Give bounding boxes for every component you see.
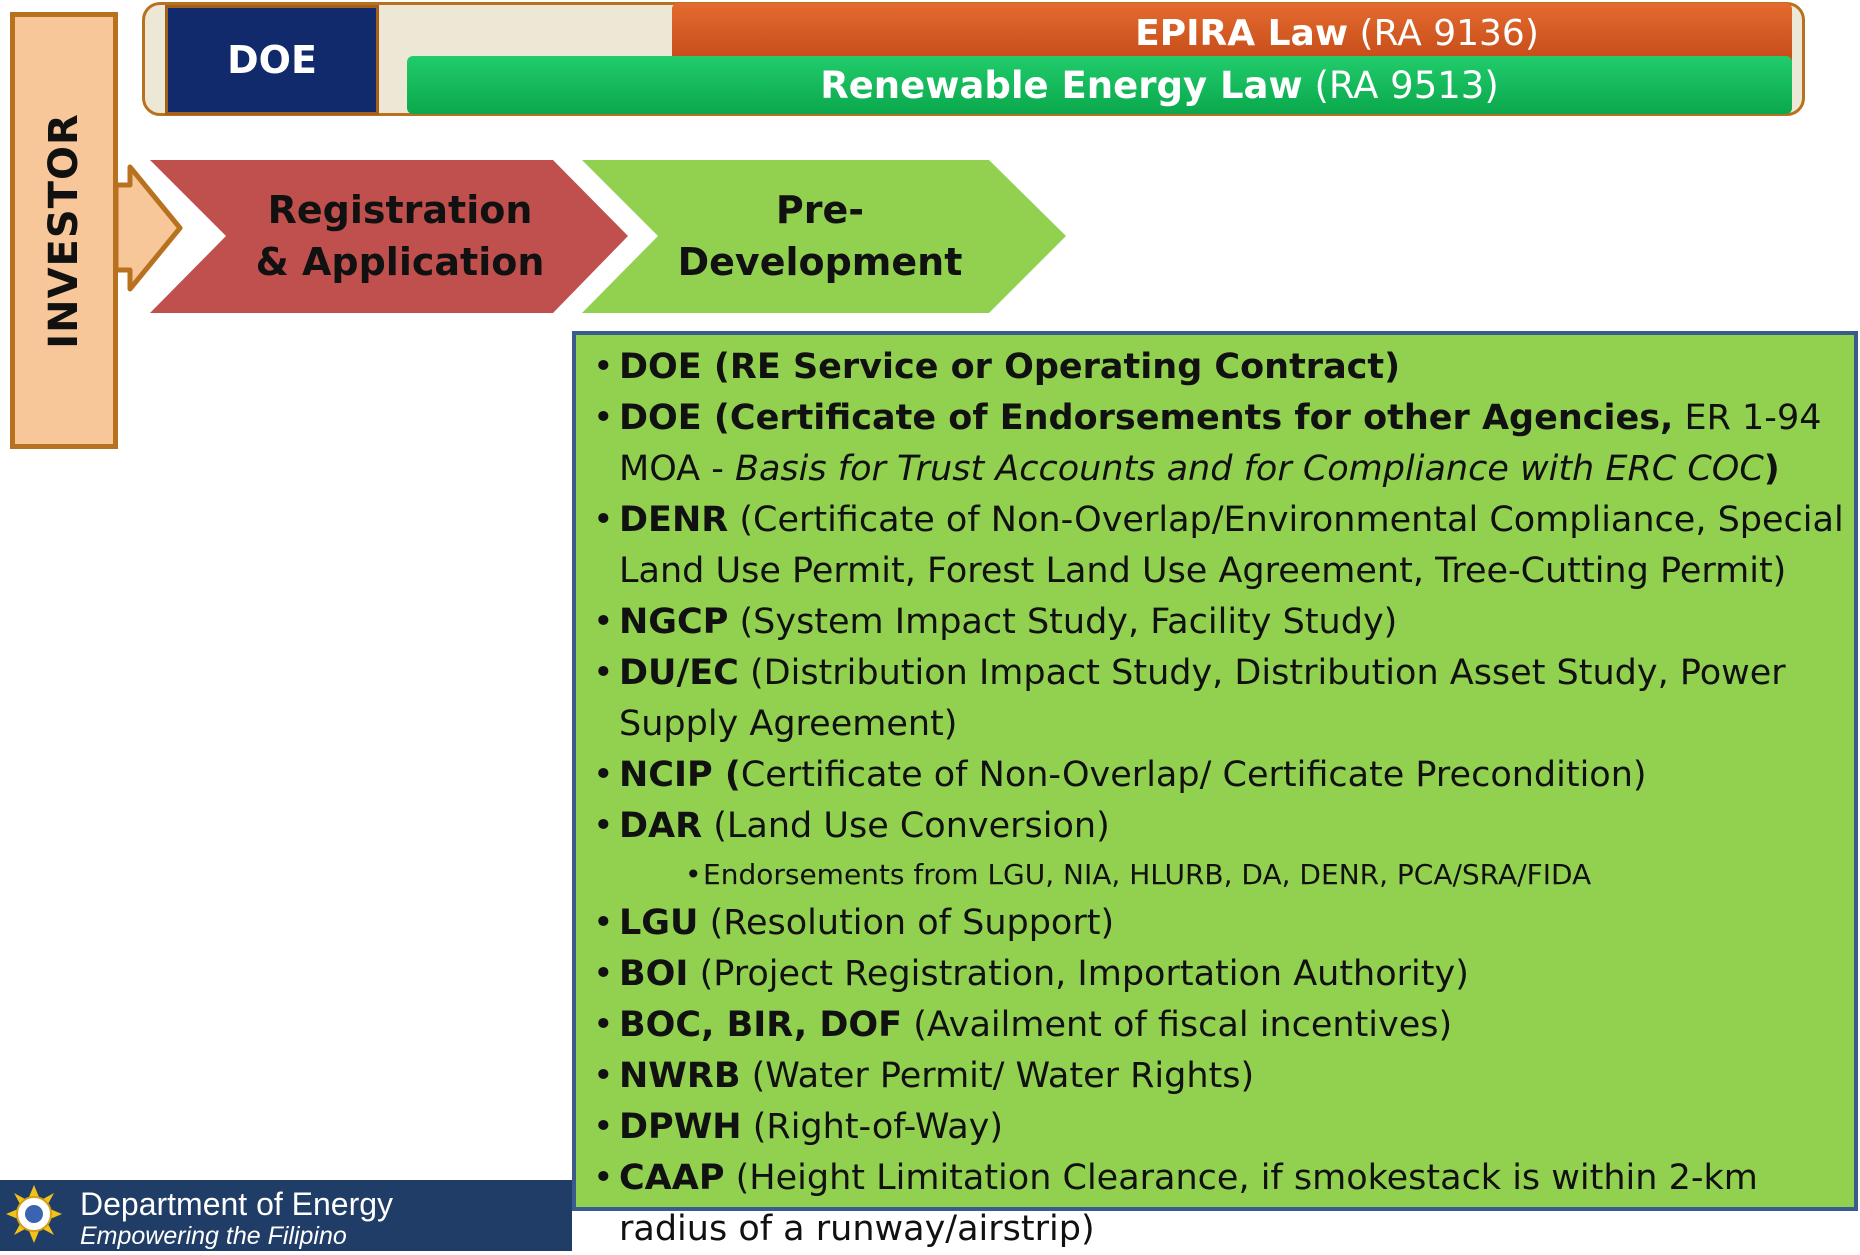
doe-seal-icon <box>6 1185 62 1243</box>
stage-registration-line1: Registration <box>267 188 533 232</box>
requirement-detail: (Resolution of Support) <box>698 903 1115 943</box>
re-law-code: (RA 9513) <box>1314 63 1499 107</box>
agency-name: DPWH <box>619 1107 742 1147</box>
requirement-detail: (Availment of fiscal incentives) <box>902 1005 1453 1045</box>
requirement-detail: (Land Use Conversion) <box>702 806 1110 846</box>
footer-bar <box>0 1180 572 1251</box>
requirement-detail: (Distribution Impact Study, Distribution… <box>619 653 1786 744</box>
list-item: CAAP (Height Limitation Clearance, if sm… <box>593 1153 1853 1255</box>
requirement-detail: (Right-of-Way) <box>741 1107 1004 1147</box>
requirement-detail: (Height Limitation Clearance, if smokest… <box>619 1158 1758 1249</box>
requirement-detail: Certificate of Non-Overlap/ Certificate … <box>740 755 1647 795</box>
requirement-note: Basis for Trust Accounts and for Complia… <box>734 449 1764 489</box>
list-item: LGU (Resolution of Support) <box>593 898 1853 949</box>
stage-pre-development-line1: Pre- <box>775 188 865 232</box>
sub-requirement: Endorsements from LGU, NIA, HLURB, DA, D… <box>703 858 1592 891</box>
agency-name: NCIP ( <box>619 755 741 795</box>
agency-name: BOI <box>619 954 689 994</box>
list-item: DAR (Land Use Conversion) <box>593 801 1853 852</box>
department-tagline: Empowering the Filipino <box>80 1222 347 1250</box>
requirement-detail: (Certificate of Non-Overlap/Environmenta… <box>619 500 1844 591</box>
list-sub-item: Endorsements from LGU, NIA, HLURB, DA, D… <box>593 852 1853 898</box>
epira-law-code: (RA 9136) <box>1359 12 1539 54</box>
agency-name: DAR <box>619 806 703 846</box>
list-item: NGCP (System Impact Study, Facility Stud… <box>593 597 1853 648</box>
stage-pre-development-line2: Development <box>677 240 963 284</box>
epira-law-name: EPIRA Law <box>1135 12 1349 54</box>
agency-name: NWRB <box>619 1056 741 1096</box>
list-item: DU/EC (Distribution Impact Study, Distri… <box>593 648 1853 750</box>
re-law-name: Renewable Energy Law <box>820 63 1303 107</box>
renewable-energy-law-bar: Renewable Energy Law (RA 9513) <box>407 56 1792 114</box>
stage-pre-development: Pre- Development <box>670 180 970 292</box>
agency-name: BOC, BIR, DOF <box>619 1005 903 1045</box>
list-item: DENR (Certificate of Non-Overlap/Environ… <box>593 495 1853 597</box>
requirement-detail: ER 1-94 MOA - <box>619 398 1822 489</box>
agency-name: LGU <box>619 903 699 943</box>
stage-registration: Registration & Application <box>250 180 550 292</box>
agency-name: DENR <box>619 500 729 540</box>
investor-arrow <box>113 164 183 292</box>
stage-chevron-registration <box>150 160 628 313</box>
requirement-detail: (Project Registration, Importation Autho… <box>688 954 1469 994</box>
list-item: BOC, BIR, DOF (Availment of fiscal incen… <box>593 1000 1853 1051</box>
requirements-list: DOE (RE Service or Operating Contract) D… <box>593 342 1853 1255</box>
requirement-detail: (System Impact Study, Facility Study) <box>728 602 1398 642</box>
closing-paren: ) <box>1763 449 1780 489</box>
agency-name: DOE (Certificate of Endorsements for oth… <box>619 398 1674 438</box>
doe-box: DOE <box>165 5 379 115</box>
department-name: Department of Energy <box>80 1186 394 1222</box>
list-item: DOE (Certificate of Endorsements for oth… <box>593 393 1853 495</box>
agency-name: DU/EC <box>619 653 739 693</box>
list-item: BOI (Project Registration, Importation A… <box>593 949 1853 1000</box>
epira-law-bar: EPIRA Law (RA 9136) <box>672 3 1792 63</box>
agency-name: NGCP <box>619 602 729 642</box>
stage-chevron-pre-development <box>582 160 1066 313</box>
list-item: DPWH (Right-of-Way) <box>593 1102 1853 1153</box>
list-item: DOE (RE Service or Operating Contract) <box>593 342 1853 393</box>
agency-name: DOE (RE Service or Operating Contract) <box>619 347 1401 387</box>
process-flow-graphic <box>113 160 1066 313</box>
agency-name: CAAP <box>619 1158 725 1198</box>
requirement-detail: (Water Permit/ Water Rights) <box>740 1056 1255 1096</box>
stage-registration-line2: & Application <box>255 240 545 284</box>
list-item: NWRB (Water Permit/ Water Rights) <box>593 1051 1853 1102</box>
list-item: NCIP (Certificate of Non-Overlap/ Certif… <box>593 750 1853 801</box>
